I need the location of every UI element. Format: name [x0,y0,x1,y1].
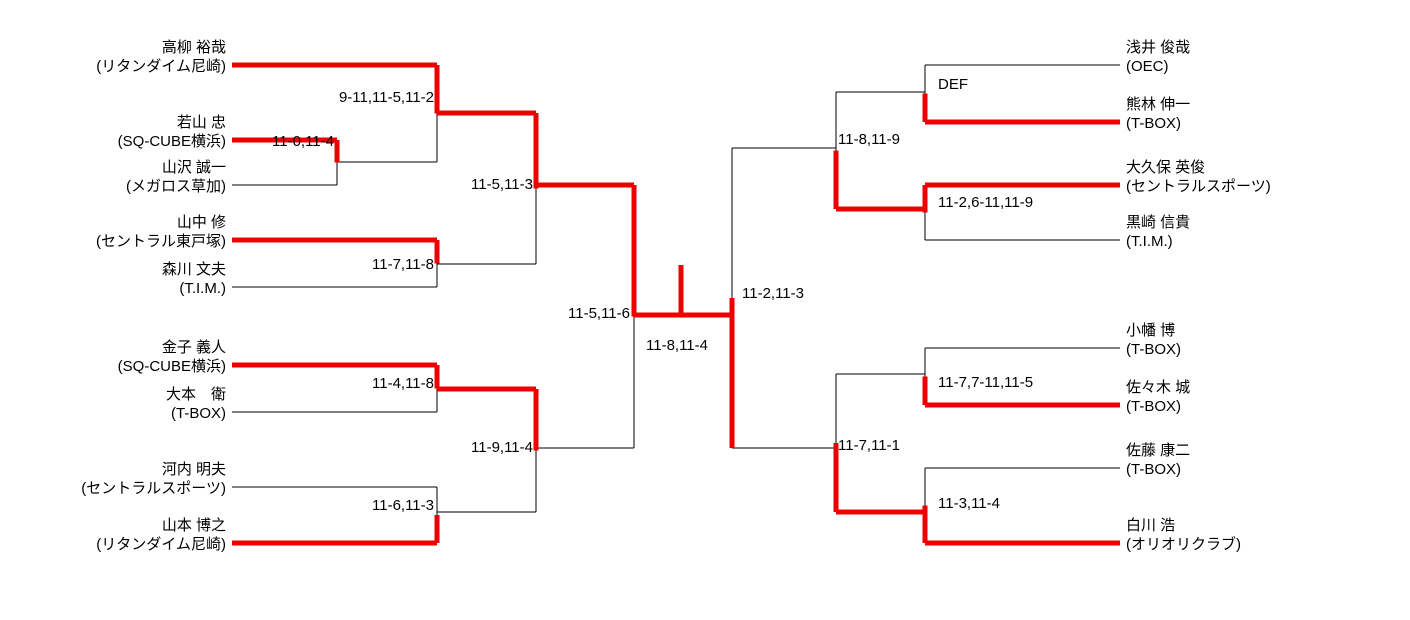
player-club: (T-BOX) [1126,115,1181,132]
player-name: 小幡 博 [1126,322,1176,339]
player-name: 黒崎 信貴 [1126,214,1191,231]
match-score: 11-6,11-3 [372,497,434,514]
match-score: 9-11,11-5,11-2 [338,89,434,106]
player-entry: 高柳 裕哉 (リタンダイム尼崎) [96,38,226,76]
player-club: (リタンダイム尼崎) [96,536,226,553]
player-entry: 佐々木 城 (T-BOX) [1126,378,1190,416]
player-entry: 山中 修 (セントラル東戸塚) [96,213,226,251]
player-entry: 大久保 英俊 (セントラルスポーツ) [1126,158,1271,196]
player-entry: 大本 衛 (T-BOX) [166,385,226,423]
player-name: 山中 修 [176,214,226,231]
player-club: (OEC) [1126,58,1169,75]
player-club: (SQ-CUBE横浜) [117,358,226,375]
player-name: 白川 浩 [1126,517,1176,534]
player-club: (セントラルスポーツ) [1126,178,1271,195]
player-club: (リタンダイム尼崎) [96,58,226,75]
match-score: 11-8,11-9 [838,131,900,148]
player-entry: 小幡 博 (T-BOX) [1126,321,1181,359]
player-name: 大本 衛 [165,386,226,403]
player-name: 山沢 誠一 [161,159,226,176]
player-club: (セントラル東戸塚) [96,233,226,250]
player-entry: 佐藤 康二 (T-BOX) [1126,441,1190,479]
match-score: 11-2,11-3 [742,285,804,302]
player-club: (オリオリクラブ) [1126,536,1241,553]
player-entry: 河内 明夫 (セントラルスポーツ) [81,460,226,498]
player-name: 佐々木 城 [1126,379,1191,396]
player-club: (T-BOX) [1126,398,1181,415]
player-name: 浅井 俊哉 [1126,39,1191,56]
player-entry: 森川 文夫 (T.I.M.) [162,260,226,298]
player-name: 金子 義人 [161,339,226,356]
player-name: 若山 忠 [176,114,226,131]
match-score: 11-9,11-4 [471,439,533,456]
match-score: 11-7,7-11,11-5 [938,374,1034,391]
player-entry: 山沢 誠一 (メガロス草加) [126,158,226,196]
player-entry: 金子 義人 (SQ-CUBE横浜) [118,338,226,376]
player-club: (T-BOX) [171,405,226,422]
match-score: 11-5,11-3 [471,176,533,193]
player-name: 森川 文夫 [161,261,226,278]
player-entry: 熊林 伸一 (T-BOX) [1126,95,1190,133]
match-score: 11-5,11-6 [568,305,630,322]
player-club: (メガロス草加) [126,178,226,195]
player-entry: 黒崎 信貴 (T.I.M.) [1126,213,1190,251]
bracket-lines-winner [232,62,1120,546]
player-entry: 浅井 俊哉 (OEC) [1126,38,1190,76]
match-score: 11-8,11-4 [646,337,708,354]
bracket-lines-black [232,64,1120,543]
match-score: 11-3,11-4 [938,495,1000,512]
player-name: 高柳 裕哉 [161,39,226,56]
player-club: (SQ-CUBE横浜) [117,133,226,150]
player-name: 山本 博之 [161,517,226,534]
player-entry: 若山 忠 (SQ-CUBE横浜) [118,113,226,151]
player-club: (T.I.M.) [179,280,226,297]
match-score: 11-2,6-11,11-9 [938,194,1034,211]
match-score: DEF [938,76,968,93]
player-name: 熊林 伸一 [1126,96,1191,113]
player-entry: 山本 博之 (リタンダイム尼崎) [96,516,226,554]
match-score: 11-4,11-8 [372,375,434,392]
player-club: (セントラルスポーツ) [81,480,226,497]
player-entry: 白川 浩 (オリオリクラブ) [1126,516,1241,554]
match-score: 11-7,11-8 [372,256,434,273]
player-name: 大久保 英俊 [1126,159,1206,176]
player-club: (T-BOX) [1126,341,1181,358]
player-club: (T-BOX) [1126,461,1181,478]
player-club: (T.I.M.) [1126,233,1173,250]
player-name: 河内 明夫 [161,461,226,478]
match-score: 11-7,11-1 [838,437,900,454]
player-name: 佐藤 康二 [1126,442,1191,459]
match-score: 11-0,11-4 [272,133,334,150]
